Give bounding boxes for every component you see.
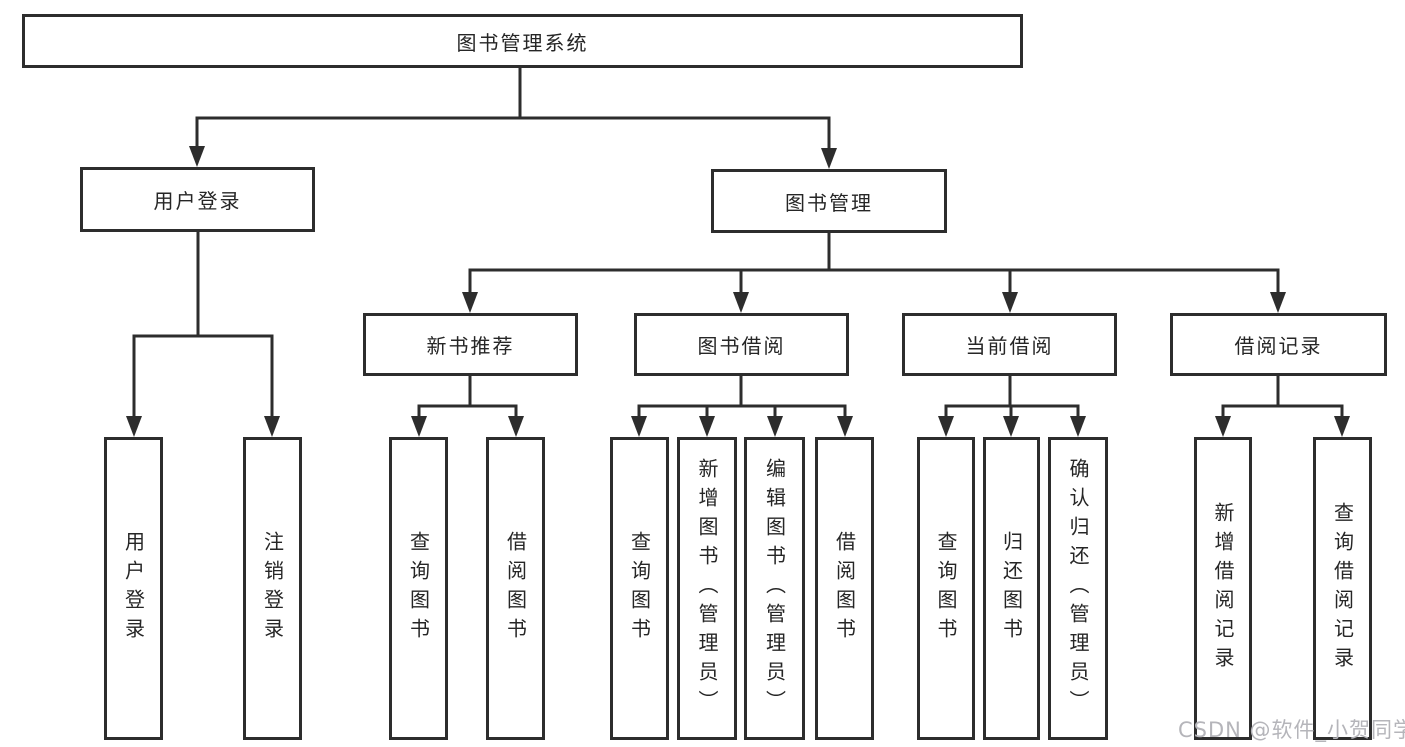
node-book-management: 图书管理 [711, 169, 947, 233]
leaf-label: 归还图书 [999, 530, 1024, 647]
node-label: 图书管理 [785, 190, 873, 215]
leaf-label: 注销登录 [260, 530, 285, 647]
leaf-borrow-books: 借阅图书 [815, 437, 874, 740]
leaf-confirm-return-admin: 确认归还（管理员） [1048, 437, 1108, 740]
leaf-query-books-borrow: 查询图书 [610, 437, 669, 740]
node-book-borrowing: 图书借阅 [634, 313, 849, 376]
leaf-label: 查询图书 [627, 530, 652, 647]
node-label: 新书推荐 [426, 334, 515, 358]
leaf-logout: 注销登录 [243, 437, 302, 740]
leaf-borrow-books-recommend: 借阅图书 [486, 437, 545, 740]
leaf-label: 查询图书 [934, 530, 958, 647]
leaf-label: 确认归还（管理员） [1066, 458, 1090, 719]
node-new-book-recommendation: 新书推荐 [363, 313, 578, 376]
leaf-label: 新增借阅记录 [1211, 501, 1235, 676]
node-label: 当前借阅 [965, 334, 1054, 358]
leaf-query-books-current: 查询图书 [917, 437, 975, 740]
node-library-system: 图书管理系统 [22, 14, 1023, 68]
leaf-label: 编辑图书（管理员） [762, 458, 787, 719]
node-label: 图书借阅 [697, 334, 786, 358]
leaf-user-login: 用户登录 [104, 437, 163, 740]
leaf-label: 借阅图书 [832, 530, 857, 647]
node-borrowing-records: 借阅记录 [1170, 313, 1387, 376]
leaf-label: 查询借阅记录 [1330, 501, 1355, 676]
leaf-query-borrow-record: 查询借阅记录 [1313, 437, 1372, 740]
node-label: 图书管理系统 [456, 30, 589, 55]
leaf-label: 用户登录 [121, 530, 146, 647]
leaf-query-books-recommend: 查询图书 [389, 437, 448, 740]
node-label: 用户登录 [153, 189, 242, 213]
node-user-login: 用户登录 [80, 167, 315, 232]
leaf-label: 新增图书（管理员） [695, 458, 719, 719]
leaf-label: 查询图书 [406, 530, 431, 647]
leaf-edit-book-admin: 编辑图书（管理员） [744, 437, 805, 740]
leaf-label: 借阅图书 [503, 530, 528, 647]
node-current-borrowing: 当前借阅 [902, 313, 1117, 376]
csdn-watermark: CSDN @软件_小贺同学 [1178, 718, 1405, 742]
node-label: 借阅记录 [1234, 334, 1323, 358]
leaf-return-books: 归还图书 [983, 437, 1040, 740]
leaf-add-borrow-record: 新增借阅记录 [1194, 437, 1252, 740]
leaf-add-book-admin: 新增图书（管理员） [677, 437, 737, 740]
